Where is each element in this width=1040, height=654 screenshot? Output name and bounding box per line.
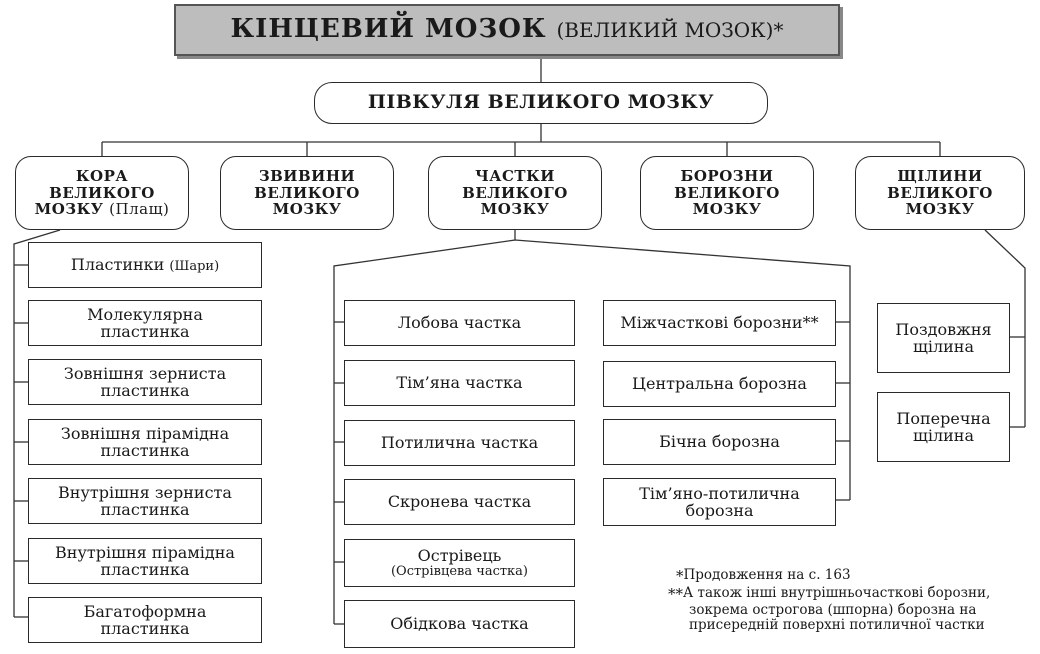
category-line: ВЕЛИКОГО [887, 183, 993, 202]
cortex-item-line: пластинка [100, 441, 190, 460]
category-line: ВЕЛИКОГО [49, 183, 155, 202]
footnote-text: присередній поверхні потиличної частки [689, 616, 985, 633]
cortex-item-line: пластинка [100, 322, 190, 341]
cortex-item: Внутрішня пірамідна пластинка [28, 538, 262, 584]
category-line: МОЗКУ [905, 200, 975, 219]
cortex-item: Внутрішня зерниста пластинка [28, 478, 262, 524]
category-line: ЧАСТКИ [475, 166, 555, 185]
sulcus-item: Бічна борозна [603, 419, 836, 465]
sulcus-item: Тім’яно-потилична борозна [603, 478, 836, 526]
cortex-item-line: пластинка [100, 381, 190, 400]
lobe-item: Лобова частка [344, 300, 575, 346]
fissure-label: щілина [912, 426, 975, 445]
sulcus-label: Міжчасткові борозни** [620, 313, 819, 333]
cortex-item: Багатоформна пластинка [28, 597, 262, 643]
cortex-item: Пластинки (Шари) [28, 242, 262, 288]
cortex-item-line: Зовнішня зерниста [63, 363, 227, 383]
cortex-item-word: Пластинки [70, 254, 165, 274]
cortex-item: Молекулярна пластинка [28, 300, 262, 346]
lobe-item: Тім’яна частка [344, 360, 575, 406]
sulcus-label: Центральна борозна [632, 374, 807, 394]
connector-lobes-spine [333, 230, 516, 624]
title-sub: (ВЕЛИКИЙ МОЗОК)* [556, 17, 784, 42]
cortex-item-line: пластинка [100, 619, 190, 638]
cortex-item-line: Внутрішня зерниста [58, 482, 232, 502]
sulcus-label: Тім’яно-потилична [639, 483, 800, 503]
fissure-item: Поперечна щілина [877, 392, 1010, 462]
title-main: КІНЦЕВИЙ МОЗОК [230, 14, 547, 45]
lobe-item: Обідкова частка [344, 600, 575, 648]
cortex-item-line: Молекулярна [87, 304, 203, 324]
cortex-item-line: пластинка [100, 500, 190, 519]
hemisphere-label: ПІВКУЛЯ ВЕЛИКОГО МОЗКУ [367, 91, 715, 114]
category-line: БОРОЗНИ [680, 166, 774, 185]
lobe-item: Острівець (Острівцева частка) [344, 539, 575, 587]
lobe-label: Тім’яна частка [396, 373, 523, 393]
category-line: ВЕЛИКОГО [462, 183, 568, 202]
category-word: МОЗКУ [34, 200, 104, 219]
cortex-item-line: Багатоформна [83, 601, 207, 621]
sulcus-item: Центральна борозна [603, 361, 836, 407]
footnote-text: зокрема острогова (шпорна) борозна на [689, 601, 977, 618]
category-lobes: ЧАСТКИ ВЕЛИКОГО МОЗКУ [428, 156, 602, 230]
diagram-title: КІНЦЕВИЙ МОЗОК (ВЕЛИКИЙ МОЗОК)* [174, 4, 840, 56]
category-gyri: ЗВИВИНИ ВЕЛИКОГО МОЗКУ [220, 156, 394, 230]
footnote-text: А також інші внутрішньочасткові борозни, [683, 585, 991, 601]
category-cortex: КОРА ВЕЛИКОГО МОЗКУ (Плащ) [15, 156, 189, 230]
lobe-label: Скронева частка [387, 492, 532, 512]
category-fissures: ЩІЛИНИ ВЕЛИКОГО МОЗКУ [855, 156, 1025, 230]
cortex-item-line: пластинка [100, 560, 190, 579]
hemisphere-node: ПІВКУЛЯ ВЕЛИКОГО МОЗКУ [314, 82, 768, 124]
sulcus-item: Міжчасткові борозни** [603, 300, 836, 346]
category-line: ЩІЛИНИ [897, 166, 983, 185]
cortex-item-line: Внутрішня пірамідна [55, 542, 235, 562]
fissure-label: Поперечна [896, 408, 991, 428]
connector-sulci-spine [514, 239, 851, 500]
footnote-text: Продовження на с. 163 [683, 567, 851, 583]
fissure-item: Поздовжня щілина [877, 303, 1010, 373]
category-line: ВЕЛИКОГО [254, 183, 360, 202]
footnote-mark: * [676, 567, 684, 585]
category-extra: (Плащ) [109, 200, 170, 219]
footnote-1: *Продовження на с. 163 [676, 567, 851, 585]
category-sulci: БОРОЗНИ ВЕЛИКОГО МОЗКУ [640, 156, 814, 230]
cortex-item-line: Пластинки (Шари) [71, 256, 219, 274]
lobe-item: Потилична частка [344, 420, 575, 466]
sulcus-label: Бічна борозна [659, 432, 780, 452]
fissure-label: Поздовжня [895, 319, 992, 339]
category-line: МОЗКУ [692, 200, 762, 219]
lobe-sublabel: (Острівцева частка) [390, 563, 529, 579]
category-line: МОЗКУ [480, 200, 550, 219]
lobe-item: Скронева частка [344, 479, 575, 525]
category-line: КОРА [75, 166, 129, 185]
fissure-label: щілина [912, 337, 975, 356]
category-line: МОЗКУ [272, 200, 342, 219]
cortex-item-small: (Шари) [169, 258, 220, 274]
cortex-item: Зовнішня пірамідна пластинка [28, 419, 262, 465]
category-line: ЗВИВИНИ [258, 166, 356, 185]
footnote-2: **А також інші внутрішньочасткові борозн… [668, 585, 991, 633]
lobe-label: Острівець [417, 546, 502, 566]
cortex-item: Зовнішня зерниста пластинка [28, 359, 262, 405]
cortex-item-line: Зовнішня пірамідна [60, 423, 230, 443]
category-line: ВЕЛИКОГО [674, 183, 780, 202]
lobe-label: Обідкова частка [390, 614, 529, 634]
category-line: МОЗКУ (Плащ) [35, 201, 170, 218]
connector-cortex-spine [13, 229, 61, 617]
footnote-mark: ** [668, 585, 683, 603]
sulcus-label: борозна [685, 501, 754, 520]
connector-fissures-spine [984, 229, 1026, 427]
lobe-label: Потилична частка [380, 433, 539, 453]
lobe-label: Лобова частка [397, 313, 522, 333]
